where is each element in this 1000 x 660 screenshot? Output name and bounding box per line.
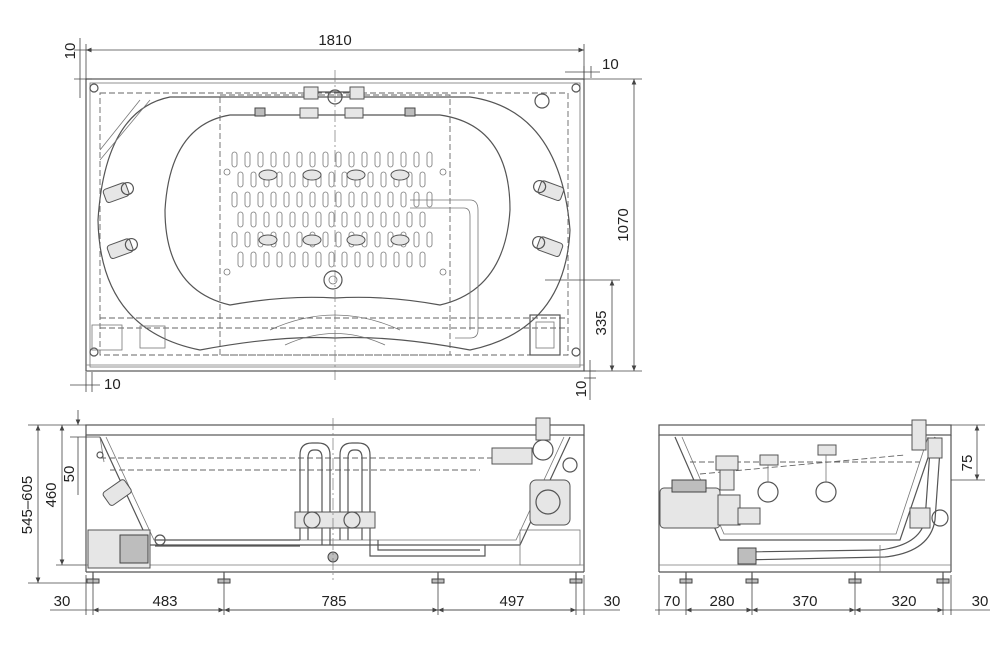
dim-side-end-right: 30 xyxy=(604,593,621,610)
drain-icon xyxy=(323,270,343,290)
dim-end-end-right: 30 xyxy=(972,593,989,610)
end-feet xyxy=(679,572,950,584)
dim-end-span-1: 70 xyxy=(664,593,681,610)
side-view xyxy=(85,417,585,584)
end-dimensions: 75 70 280 370 320 30 xyxy=(655,424,990,615)
mat-screws xyxy=(223,168,447,276)
dim-end-span-2: 280 xyxy=(709,593,734,610)
dim-end-span-3: 370 xyxy=(792,593,817,610)
pipe-run xyxy=(410,199,479,339)
dim-side-end-left: 30 xyxy=(54,593,71,610)
side-pipes xyxy=(155,442,486,563)
dim-end-top-offset: 75 xyxy=(959,455,976,472)
side-feet xyxy=(86,572,583,584)
end-view xyxy=(658,419,952,584)
dim-right-margin-top: 10 xyxy=(602,56,619,73)
air-valve-icon xyxy=(534,93,550,109)
side-jet-left xyxy=(102,479,132,506)
side-dimensions: 545–605 460 50 30 483 785 497 30 xyxy=(19,410,620,615)
top-dimensions: 1810 10 10 1070 335 10 10 xyxy=(62,32,642,400)
top-view xyxy=(85,70,585,380)
side-pump-right xyxy=(491,417,581,566)
dim-overall-width: 1070 xyxy=(615,208,632,241)
side-rim xyxy=(85,424,585,436)
end-jets xyxy=(757,444,837,503)
tub-basin-outline xyxy=(164,114,511,306)
dim-overall-length: 1810 xyxy=(318,32,351,49)
faucet-icon xyxy=(254,86,416,119)
dim-side-span-1: 483 xyxy=(152,593,177,610)
dim-left-margin-top: 10 xyxy=(62,43,79,60)
dim-right-margin-bottom: 10 xyxy=(573,381,590,398)
anti-slip-mat xyxy=(231,151,433,268)
pump-box xyxy=(529,314,561,356)
dim-side-span-2: 785 xyxy=(321,593,346,610)
dim-left-margin-bottom: 10 xyxy=(104,376,121,393)
dim-rim-height: 460 xyxy=(43,482,60,507)
dim-rim-thickness: 50 xyxy=(61,466,78,483)
dim-drain-offset: 335 xyxy=(593,310,610,335)
end-pump-motor xyxy=(659,455,761,529)
corner-bolts xyxy=(89,83,581,357)
jet-nozzle-icons xyxy=(102,179,565,260)
dim-end-span-4: 320 xyxy=(891,593,916,610)
dim-side-span-3: 497 xyxy=(499,593,524,610)
dim-total-height: 545–605 xyxy=(19,476,36,534)
end-rim xyxy=(658,424,952,436)
